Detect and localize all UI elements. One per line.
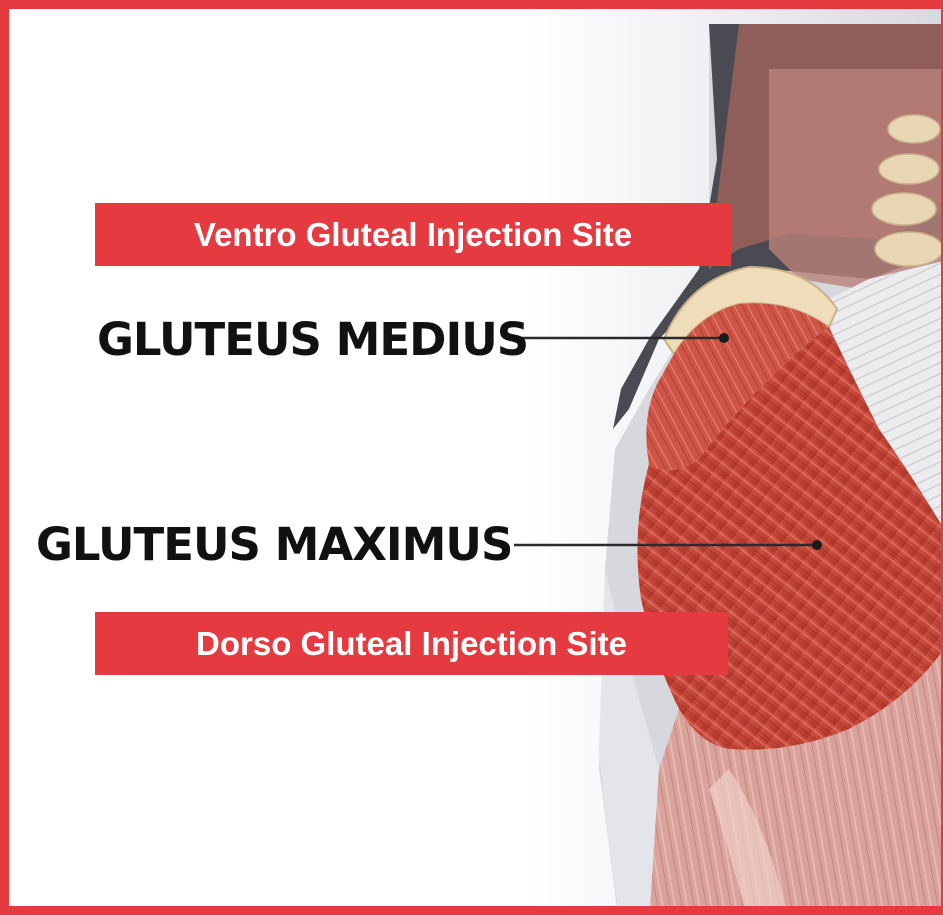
dorso-gluteal-banner: Dorso Gluteal Injection Site [95, 612, 728, 675]
gluteus-medius-label: GLUTEUS MEDIUS [97, 313, 528, 366]
gluteal-anatomy-illustration [9, 9, 943, 915]
ventro-gluteal-banner: Ventro Gluteal Injection Site [95, 203, 731, 266]
maximus-pointer-dot [812, 540, 822, 550]
gluteus-maximus-label: GLUTEUS MAXIMUS [36, 518, 512, 571]
medius-pointer-dot [719, 333, 729, 343]
